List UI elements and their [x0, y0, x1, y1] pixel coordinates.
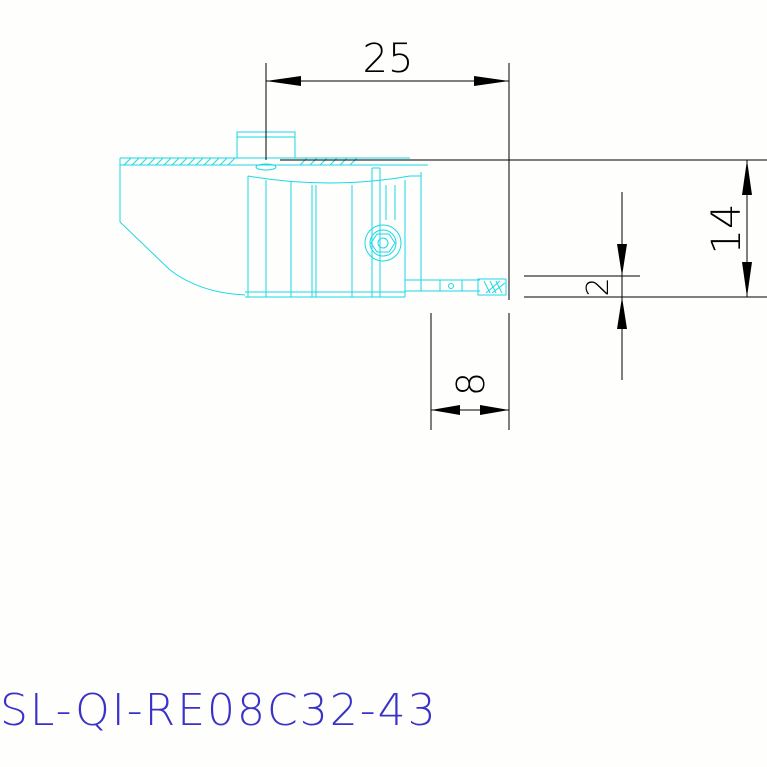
arrow-down-small: [617, 244, 627, 276]
dimension-length-top: 25: [265, 36, 510, 300]
hatching: [123, 157, 358, 166]
dimension-label-2: 2: [581, 277, 616, 296]
arrow-right: [474, 76, 509, 86]
dimension-overhang-bottom: 8: [430, 313, 510, 430]
arrow-up-small: [617, 297, 627, 329]
insert-tip: [477, 278, 507, 296]
arrow-left: [266, 76, 301, 86]
shank-extension: [405, 279, 480, 292]
dimension-offset-small: 2: [524, 192, 640, 380]
arrow-down: [742, 262, 752, 297]
arrow-right-small: [480, 405, 509, 415]
part-number-label: SL-QI-RE08C32-43: [0, 685, 438, 736]
arrow-up: [742, 160, 752, 195]
arrow-left-small: [431, 405, 460, 415]
dimension-label-8: 8: [449, 372, 493, 396]
dimension-label-14: 14: [704, 204, 750, 255]
body: [119, 167, 422, 298]
dimension-label-25: 25: [363, 36, 414, 82]
part-outline: [119, 131, 507, 298]
top-plate: [119, 157, 428, 222]
dimension-height-right: 14: [280, 159, 767, 298]
clamp-screw: [364, 224, 402, 262]
